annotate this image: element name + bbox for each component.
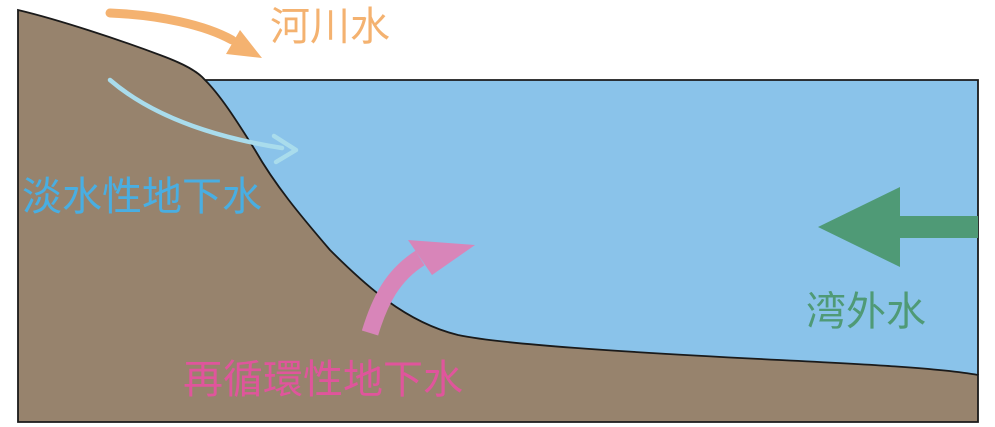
land-seabed xyxy=(18,10,978,422)
label-fresh-groundwater: 淡水性地下水 xyxy=(22,174,262,220)
label-river-water: 河川水 xyxy=(270,4,390,50)
label-recirculated-groundwater: 再循環性地下水 xyxy=(183,357,463,403)
fresh-groundwater-arrow xyxy=(107,77,299,165)
label-offshore-water: 湾外水 xyxy=(806,289,926,335)
shore-outline xyxy=(17,8,979,423)
offshore-water-arrow xyxy=(818,187,978,267)
river-water-arrow xyxy=(105,8,262,58)
water-outline xyxy=(205,79,979,375)
recirculated-groundwater-arrow xyxy=(361,240,475,336)
bay-water xyxy=(205,80,978,375)
